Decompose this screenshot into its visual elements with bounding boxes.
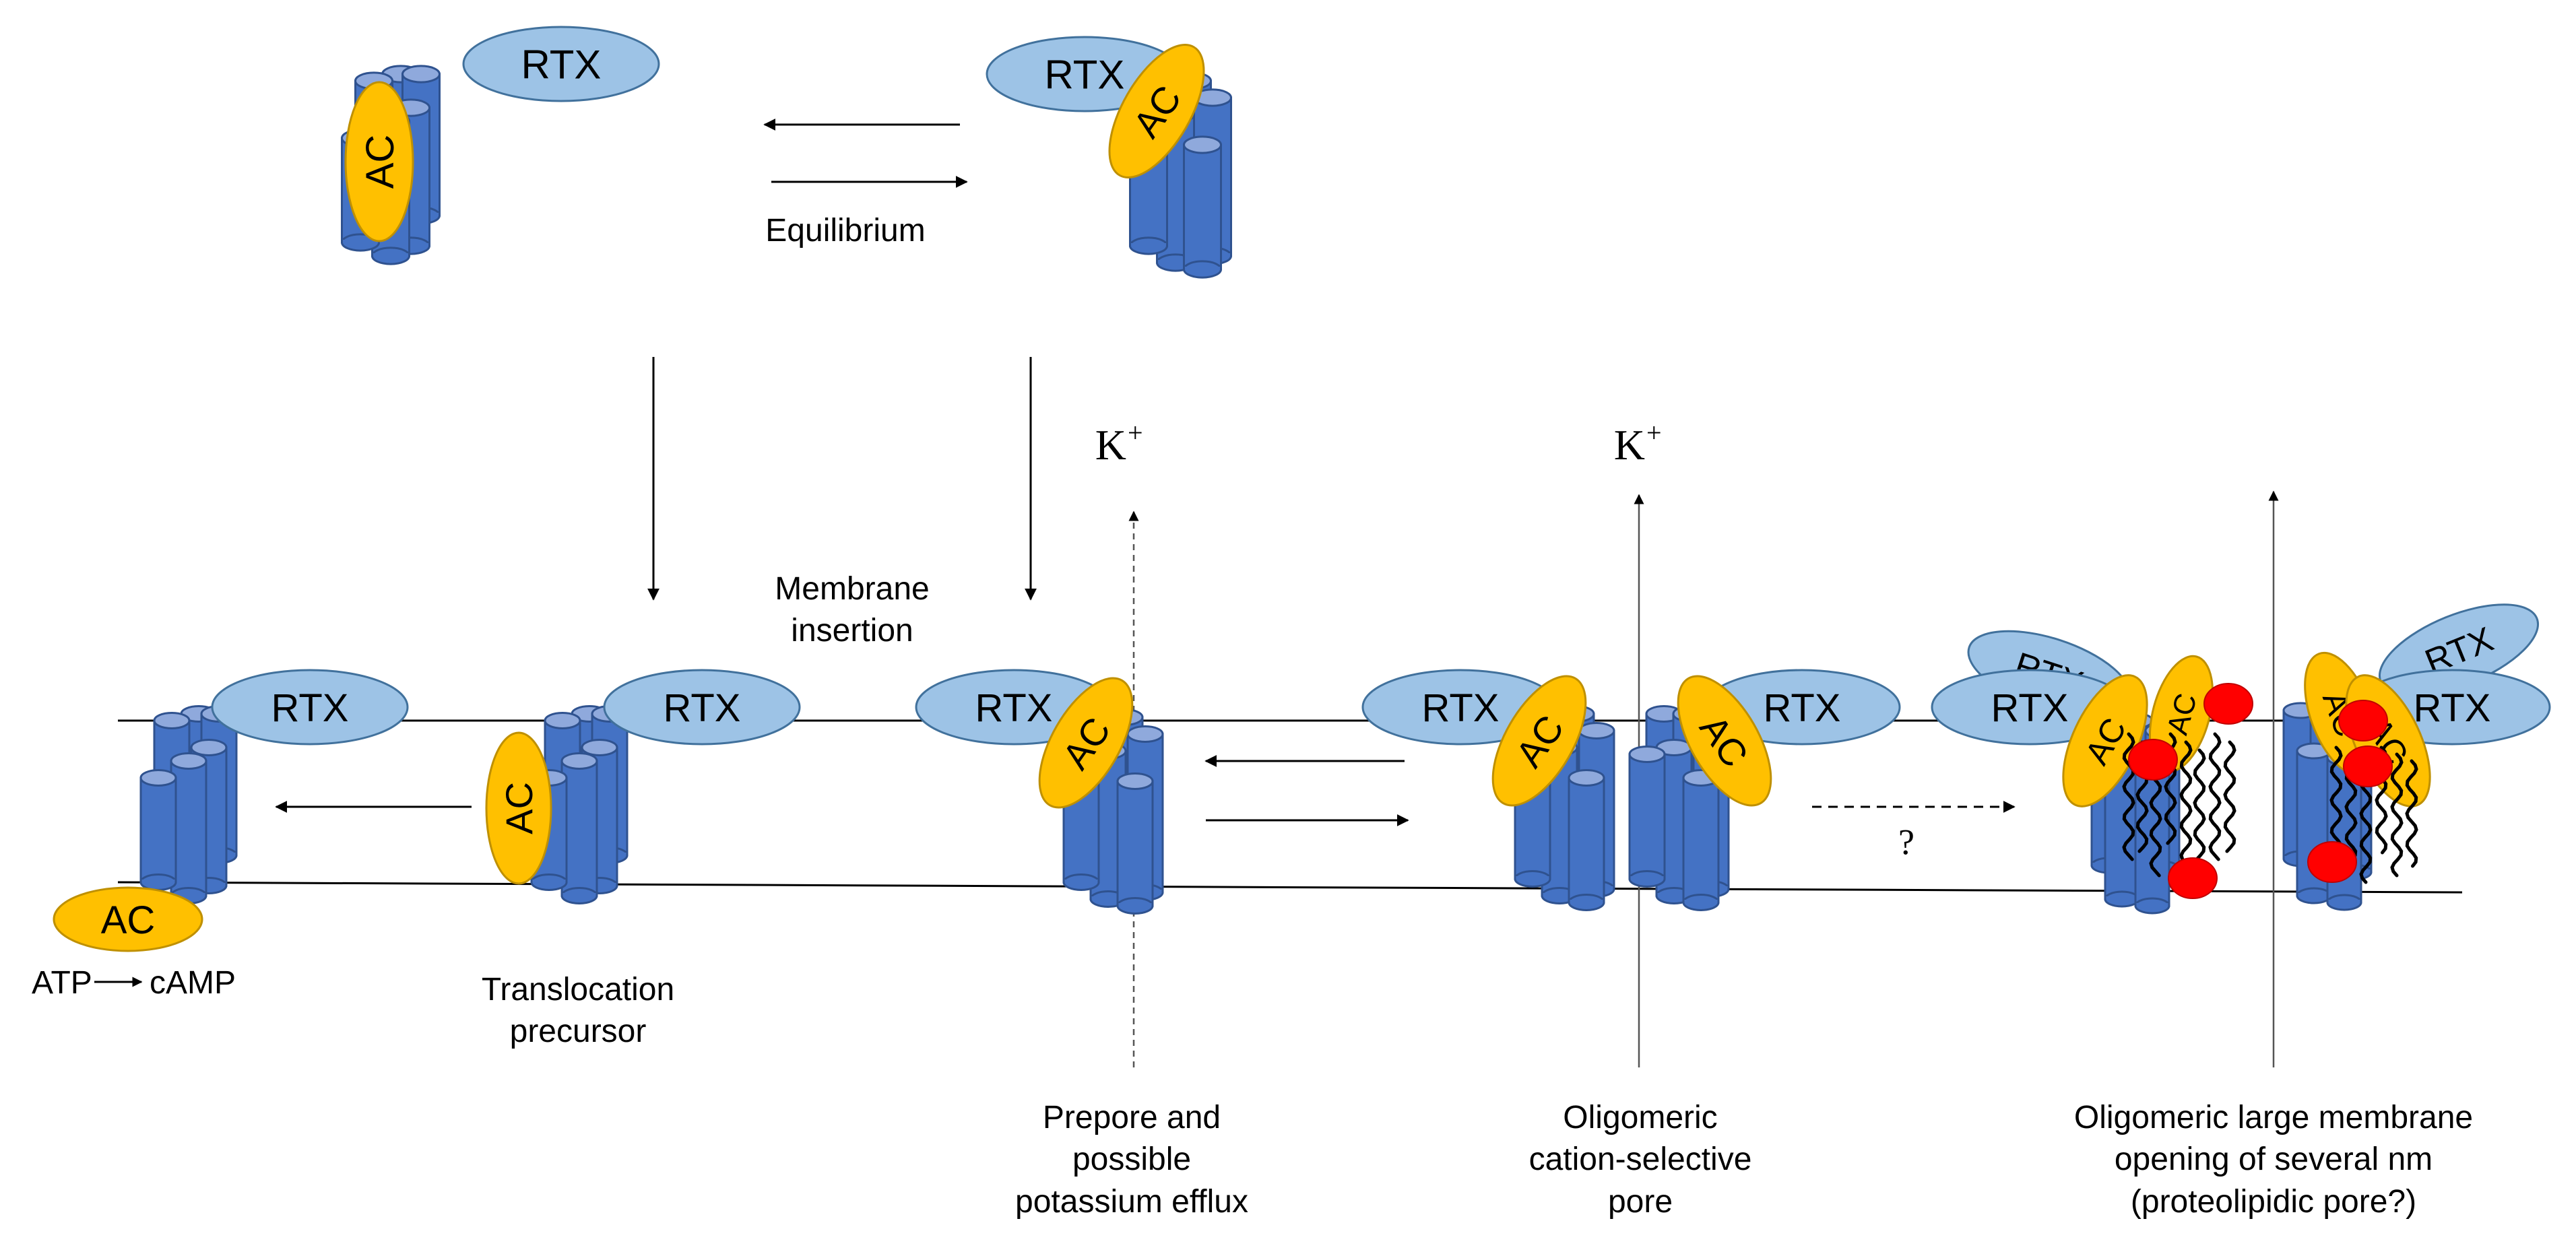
rtx-label: RTX — [664, 686, 741, 730]
state-translocation-precursor: RTX AC — [485, 669, 801, 904]
potassium-label-cation-pore: K — [1614, 421, 1645, 469]
transmembrane-helix-bundle — [139, 705, 238, 904]
state-proteolipidic-pore: RTXRTXRTXRTXACACACAC — [1931, 603, 2551, 915]
ac-domain: AC — [1491, 675, 1587, 807]
prepore-caption-line1: Prepore and — [1043, 1100, 1221, 1135]
potassium-label-prepore: K — [1095, 421, 1126, 469]
translocation-caption-line1: Translocation — [482, 972, 674, 1007]
membrane-insertion-label-line2: insertion — [791, 613, 913, 649]
state-translocated-ac: RTX AC — [53, 669, 409, 952]
helix-cylinder — [560, 752, 598, 904]
ac-domain: AC — [1038, 677, 1134, 809]
membrane-inner-line — [117, 881, 2463, 894]
rtx-domain: RTX — [211, 669, 409, 746]
ac-label: AC — [498, 782, 540, 834]
prepore-caption-line2: possible — [1072, 1142, 1191, 1177]
large-opening-caption-line3: (proteolipidic pore?) — [2131, 1184, 2416, 1220]
cation-pore-caption-line3: pore — [1608, 1184, 1673, 1220]
large-opening-caption-line2: opening of several nm — [2115, 1142, 2433, 1177]
rtx-label: RTX — [271, 686, 349, 730]
helix-cylinder — [1183, 135, 1222, 279]
helix-cylinder — [1628, 746, 1666, 888]
helix-cylinder — [170, 752, 207, 904]
ac-domain: AC — [1677, 675, 1772, 807]
camp-label: cAMP — [150, 965, 236, 1001]
top-state-left: AC RTX — [341, 26, 660, 265]
ac-domain: AC — [344, 81, 414, 242]
rtx-label: RTX — [1045, 53, 1125, 98]
membrane-insertion-label-line1: Membrane — [775, 571, 929, 607]
ac-domain: AC — [53, 886, 203, 952]
helix-cylinder — [1116, 772, 1154, 915]
rtx-domain: RTX — [462, 26, 660, 102]
helix-cylinder — [139, 769, 177, 891]
large-opening-caption-line1: Oligomeric large membrane — [2074, 1100, 2473, 1135]
potassium-sup-cation-pore: + — [1646, 418, 1662, 448]
lipid-headgroups — [2128, 683, 2393, 899]
rtx-label: RTX — [2414, 686, 2491, 730]
ac-domain: AC — [1108, 44, 1205, 178]
atp-label: ATP — [32, 965, 92, 1001]
ac-label: AC — [101, 898, 156, 942]
cation-pore-caption-line1: Oligomeric — [1563, 1100, 1717, 1135]
cation-pore-caption-line2: cation-selective — [1529, 1142, 1752, 1177]
rtx-label: RTX — [1991, 686, 2069, 730]
ac-domain: AC — [485, 731, 552, 885]
rtx-label: RTX — [521, 42, 602, 88]
rtx-label: RTX — [1422, 686, 1500, 730]
equilibrium-label: Equilibrium — [765, 213, 925, 249]
rtx-domain: RTX — [603, 669, 801, 746]
helix-cylinder — [1568, 769, 1605, 911]
translocation-caption-line2: precursor — [510, 1014, 647, 1049]
prepore-caption-line3: potassium efflux — [1015, 1184, 1248, 1220]
ac-label: AC — [358, 135, 402, 189]
potassium-sup-prepore: + — [1128, 418, 1143, 448]
rtx-label: RTX — [1764, 686, 1841, 730]
question-mark: ? — [1898, 822, 1914, 862]
rtx-label: RTX — [975, 686, 1053, 730]
helix-cylinder — [1682, 769, 1720, 911]
